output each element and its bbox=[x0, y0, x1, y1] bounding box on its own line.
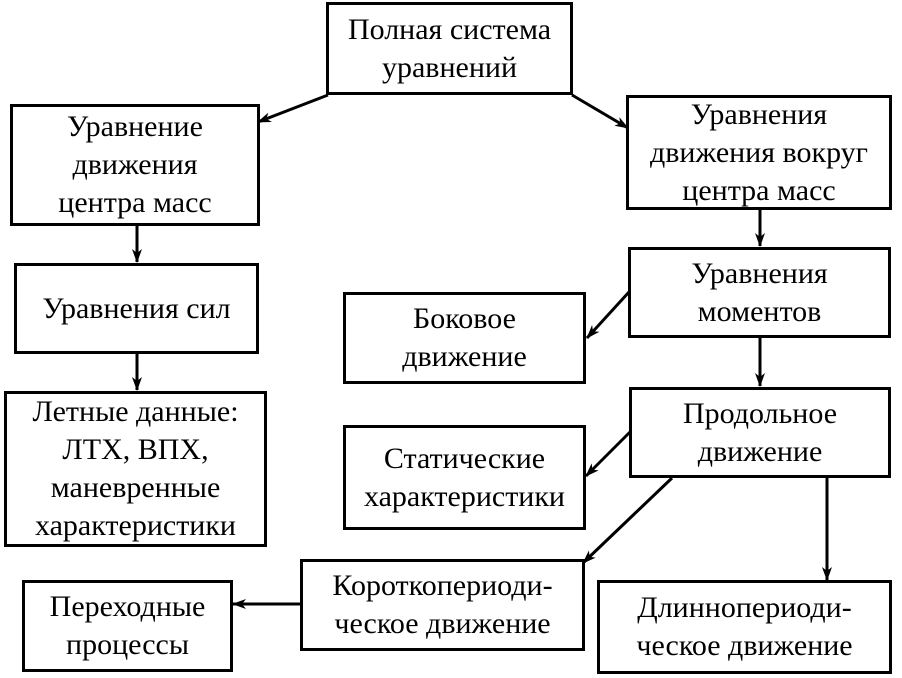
node-flight-data: Летные данные: ЛТХ, ВПХ, маневренные хар… bbox=[4, 391, 267, 547]
node-transient: Переходные процессы bbox=[22, 580, 233, 672]
arrow-full-to-rot bbox=[571, 93, 629, 130]
node-forces: Уравнения сил bbox=[14, 263, 259, 354]
node-longitudinal: Продольное движение bbox=[629, 387, 891, 478]
node-cm-motion: Уравнение движения центра масс bbox=[10, 104, 260, 226]
node-lateral: Боковое движение bbox=[343, 292, 586, 384]
arrow-full-to-cm bbox=[257, 93, 329, 124]
arrow-longitudinal-to-shortperiod bbox=[581, 476, 674, 565]
node-full-system: Полная система уравнений bbox=[326, 2, 573, 95]
node-static: Статические характеристики bbox=[343, 425, 586, 530]
node-short-period: Короткопериоди- ческое движение bbox=[300, 559, 585, 651]
node-long-period: Длиннопериоди- ческое движение bbox=[597, 580, 892, 674]
arrow-longitudinal-to-static bbox=[584, 430, 632, 478]
node-rot-motion: Уравнения движения вокруг центра масс bbox=[626, 95, 892, 210]
arrow-moments-to-lateral bbox=[585, 290, 631, 340]
node-moments: Уравнения моментов bbox=[628, 247, 891, 338]
